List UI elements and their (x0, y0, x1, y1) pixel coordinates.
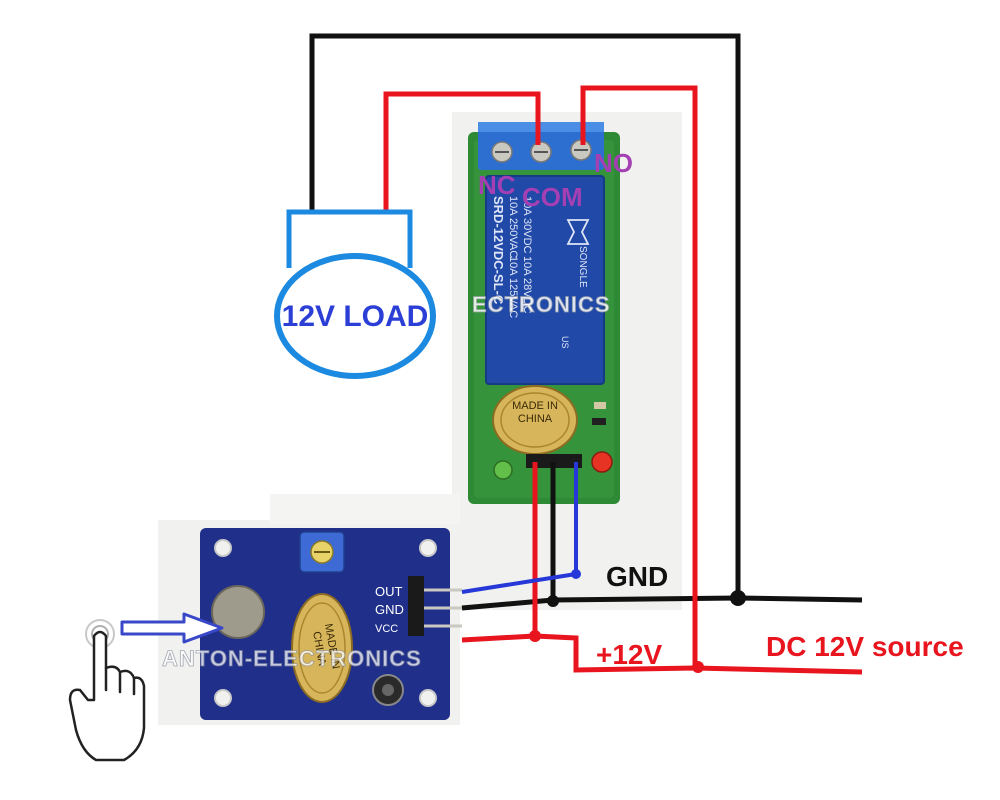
songle-logo (566, 219, 590, 245)
relay-capacitor-text: MADE IN CHINA (512, 400, 558, 425)
com-label: COM (522, 182, 583, 212)
no-label: NO (594, 148, 633, 178)
junction-plus12v-main (692, 661, 704, 673)
junction-gnd-main (730, 590, 746, 606)
watermark-top: ECTRONICS (472, 292, 611, 317)
relay-cert-text: US (560, 336, 570, 349)
plus12v-label: +12V (596, 639, 662, 670)
relay-pin-header (526, 454, 582, 468)
red-wires (383, 85, 863, 675)
nc-label: NC (478, 170, 516, 200)
touch-mount-hole-3 (214, 689, 232, 707)
touch-arrow-shaft (120, 612, 224, 644)
touch-arrow (120, 612, 224, 644)
terminal-screw-center (530, 141, 552, 163)
touch-capacitor (291, 593, 353, 703)
red-wire-plus12v-bus (461, 633, 863, 675)
relay-text-line-3: 10A 125VAC (507, 256, 519, 318)
pin-label-vcc: VCC (375, 623, 398, 635)
load-label: 12V LOAD (282, 300, 429, 333)
load-ellipse (274, 253, 436, 379)
relay-module: 10A 250VAC 10A 30VDC 10A 125VAC 10A 28VD… (468, 122, 620, 504)
dc-source-label: DC 12V source (766, 631, 964, 662)
touch-pad[interactable] (211, 585, 265, 639)
touch-mount-hole-4 (419, 689, 437, 707)
touch-pin-header (408, 576, 424, 636)
touch-mount-hole-2 (419, 539, 437, 557)
watermark-bottom: ANTON-ELECTRONICS (162, 646, 422, 671)
relay-body (486, 176, 604, 384)
touch-mount-hole-1 (214, 539, 232, 557)
pin-label-out: OUT (375, 584, 403, 599)
red-wire-load-to-com (383, 91, 541, 212)
terminal-screw-left (491, 141, 513, 163)
pin-label-gnd: GND (375, 602, 404, 617)
gnd-label: GND (606, 561, 668, 592)
junction-plus12v-relay (529, 630, 541, 642)
black-wires (309, 33, 863, 611)
junction-out-signal (571, 569, 581, 579)
black-wire-gnd-bus (461, 595, 863, 611)
relay-text-line-2: 10A 30VDC (521, 196, 533, 254)
touch-photo-background-upper (270, 494, 460, 524)
red-wire-no-to-source (580, 85, 698, 668)
load-symbol: 12V LOAD (274, 209, 436, 379)
pointing-hand-icon (68, 619, 146, 762)
relay-text-line-4: 10A 28VDC (521, 256, 533, 314)
load-bracket (286, 209, 413, 268)
junction-gnd-relay (547, 595, 559, 607)
relay-red-led (591, 451, 613, 473)
relay-green-led (493, 460, 513, 480)
relay-brand-text: SONGLE (577, 246, 588, 288)
relay-model-text: SRD-12VDC-SL-C (491, 196, 506, 305)
relay-text-line-1: 10A 250VAC (507, 196, 519, 258)
touch-sensor-module: MADE IN CHINA OUT GND VCC (200, 528, 462, 720)
black-wire-load-loop (309, 33, 741, 598)
